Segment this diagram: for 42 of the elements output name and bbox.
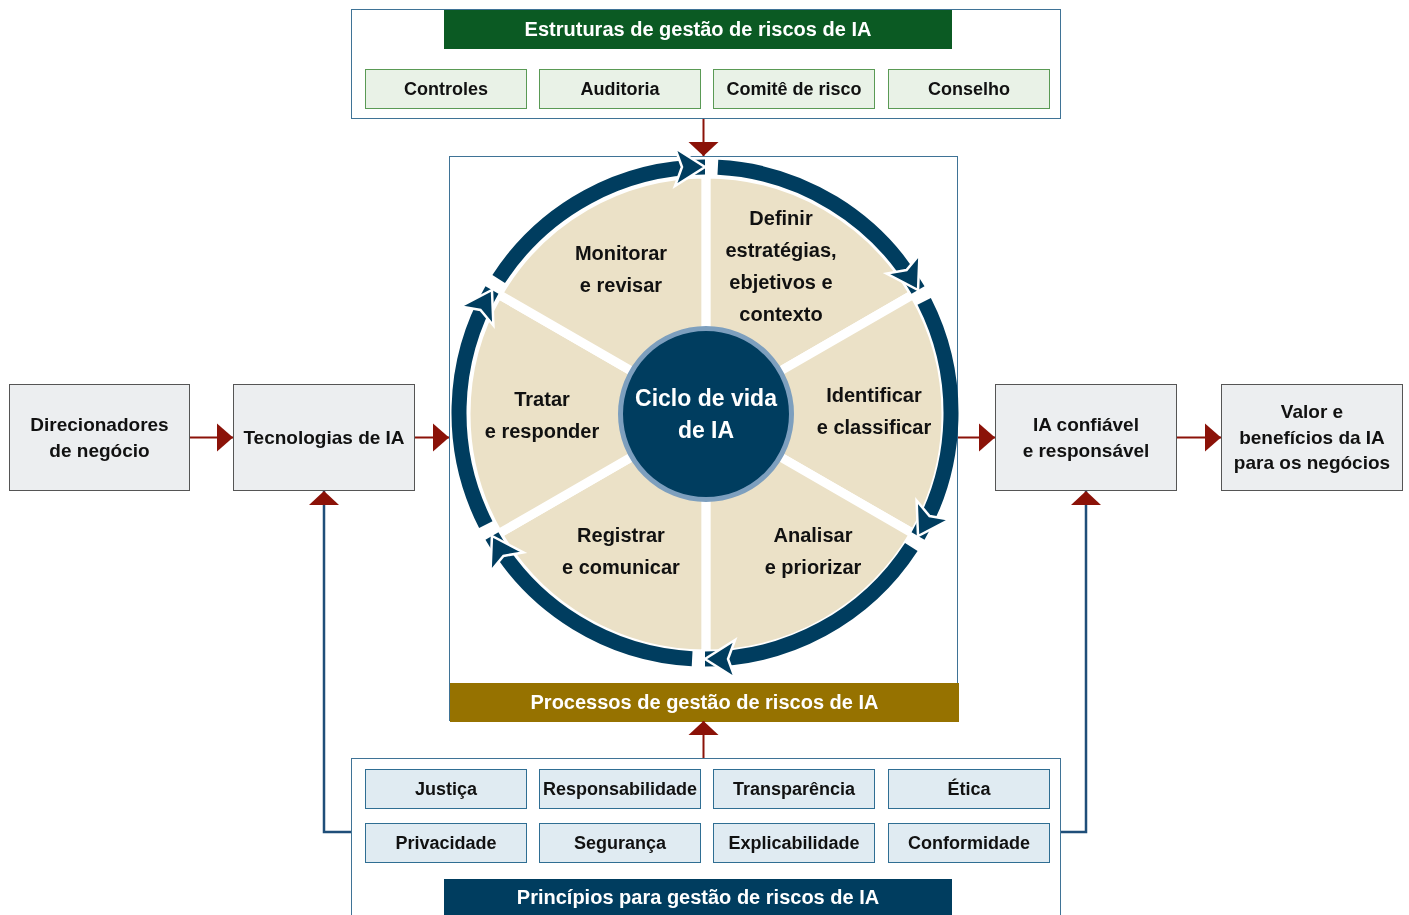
principle-box: Ética [888, 769, 1050, 809]
panel-heading: Processos de gestão de riscos de IA [450, 683, 959, 722]
process-box: Direcionadores de negócio [9, 384, 190, 491]
principle-box: Privacidade [365, 823, 527, 863]
cycle-arrow [703, 542, 918, 678]
chevron-arrow [688, 118, 719, 157]
connector-arrow [309, 491, 351, 834]
cycle-arrow [717, 159, 925, 295]
principle-box: Justiça [365, 769, 527, 809]
structure-box: Controles [365, 69, 527, 109]
process-box: Valor e benefícios da IA para os negócios [1221, 384, 1403, 491]
principle-box: Segurança [539, 823, 701, 863]
panel-heading: Estruturas de gestão de riscos de IA [444, 10, 952, 49]
principle-box: Transparência [713, 769, 875, 809]
connector-arrow [1061, 491, 1101, 834]
chevron-arrow [1176, 423, 1222, 452]
chevron-arrow [688, 720, 719, 759]
segment-label: Registrar e comunicar [561, 523, 681, 580]
cycle-arrow [911, 298, 959, 540]
structure-box: Comitê de risco [713, 69, 875, 109]
structure-box: Auditoria [539, 69, 701, 109]
chevron-arrow [957, 423, 996, 452]
panel-heading: Princípios para gestão de riscos de IA [444, 879, 952, 915]
segment-label: Tratar e responder [483, 387, 601, 444]
cycle-arrow [485, 531, 693, 667]
frame-panel [449, 156, 958, 721]
cycle-arrow [492, 148, 707, 284]
frame-panel [351, 9, 1061, 119]
principle-box: Responsabilidade [539, 769, 701, 809]
segment-label: Monitorar e revisar [573, 241, 669, 298]
structure-box: Conselho [888, 69, 1050, 109]
principle-box: Conformidade [888, 823, 1050, 863]
principle-box: Explicabilidade [713, 823, 875, 863]
process-box: IA confiável e responsável [995, 384, 1177, 491]
segment-label: Identificar e classificar [815, 383, 933, 440]
chevron-arrow [189, 423, 234, 452]
segment-label: Definir estratégias, ebjetivos e contexto [724, 206, 838, 327]
process-box: Tecnologias de IA [233, 384, 415, 491]
segment-label: Analisar e priorizar [763, 523, 863, 580]
frame-panel [351, 758, 1061, 915]
cycle-arrow [451, 286, 499, 528]
chevron-arrow [414, 423, 450, 452]
